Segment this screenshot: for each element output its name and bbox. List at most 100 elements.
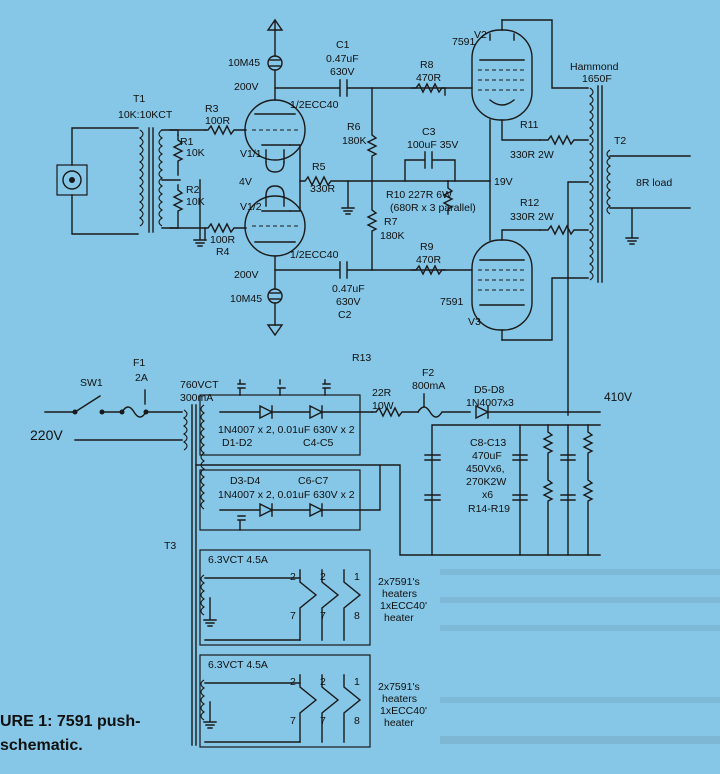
ot-name: T2 — [614, 135, 626, 147]
r4-value: 100R — [210, 234, 236, 246]
v1-1-type: 1/2ECC40 — [290, 99, 339, 111]
caps-value: 470uF — [472, 450, 502, 462]
ccs-bottom-label: 10M45 — [230, 293, 262, 305]
v3-type: 7591 — [440, 296, 464, 308]
psu-center-links — [195, 411, 601, 556]
v1-2-name: V1/2 — [240, 201, 262, 213]
f2-value: 800mA — [412, 380, 445, 392]
t1-ratio: 10K:10KCT — [118, 109, 173, 121]
coupling-c1: C1 0.47uF 630V — [274, 39, 446, 97]
r1-value: 10K — [186, 147, 205, 159]
r-series-watts: 10W — [372, 400, 394, 412]
heater-link — [265, 161, 285, 197]
output-transformer-t2: Hammond 1650F T2 — [570, 61, 626, 283]
r6-label: R6 — [347, 121, 361, 133]
plate-leads — [501, 19, 589, 341]
mains-voltage: 220V — [30, 427, 63, 443]
bleeder-count: x6 — [482, 489, 493, 501]
tube-v3: 7591 V3 — [440, 239, 533, 341]
r11-value: 330R 2W — [510, 149, 554, 161]
bleed-through — [440, 569, 720, 744]
v-anode-bottom: 200V — [234, 269, 259, 281]
screen-r12: R12 330R 2W — [510, 197, 589, 236]
v1-2-type: 1/2ECC40 — [290, 249, 339, 261]
r2-value: 10K — [186, 196, 205, 208]
rectifier-d1-d2: 1N4007 x 2, 0.01uF 630V x 2 D1-D2 C4-C5 — [199, 379, 361, 456]
b-plus-feed — [567, 181, 589, 416]
figure-caption-line1: URE 1: 7591 push- — [0, 713, 140, 730]
d1-d2-label: D1-D2 — [222, 437, 253, 449]
c1-value: 0.47uF — [326, 53, 359, 65]
r10-note: (680R x 3 parallel) — [390, 202, 476, 214]
f2-label: F2 — [422, 367, 434, 379]
v2-name: V2 — [474, 29, 487, 41]
v3-name: V3 — [468, 316, 481, 328]
r9-label: R9 — [420, 241, 434, 253]
load-label: 8R load — [636, 177, 672, 189]
t3-current: 300mA — [180, 392, 213, 404]
t3-name: T3 — [164, 540, 176, 552]
r7-label: R7 — [384, 216, 398, 228]
heater-2-note-1: 2x7591's — [378, 681, 420, 693]
bleeder-label: R14-R19 — [468, 503, 510, 515]
ccs-top: 10M45 200V — [228, 18, 284, 101]
r3-label: R3 — [205, 103, 219, 115]
filter-cap-bank: C8-C13 470uF 450Vx6, 270K2W x6 R14-R19 — [424, 424, 601, 556]
heater-1-note-3: 1xECC40' — [380, 600, 427, 612]
speaker-load: 8R load — [609, 155, 691, 245]
heater-2-pin-d: 7 — [290, 715, 296, 727]
ccs-top-label: 10M45 — [228, 57, 260, 69]
heater-1-pin-d: 7 — [290, 610, 296, 622]
grid-leak-r6-r7: R6 180K R7 180K — [342, 87, 405, 271]
mains-input: SW1 F1 2A 220V — [30, 357, 183, 443]
d3-d4-line2: 1N4007 x 2, 0.01uF 630V x 2 — [218, 489, 355, 501]
heater-2-note-4: heater — [384, 717, 414, 729]
heater-2-pin-a: 2 — [290, 676, 296, 688]
r6-value: 180K — [342, 135, 367, 147]
r3-value: 100R — [205, 115, 231, 127]
c3-label: C3 — [422, 126, 436, 138]
r7-value: 180K — [380, 230, 405, 242]
r12-label: R12 — [520, 197, 539, 209]
d1-d2-line1: 1N4007 x 2, 0.01uF 630V x 2 — [218, 424, 355, 436]
figure-caption-line2: schematic. — [0, 737, 83, 754]
grid-stopper-r8: R8 470R — [411, 59, 473, 96]
v2-type: 7591 — [452, 36, 476, 48]
r8-value: 470R — [416, 72, 442, 84]
r-series-label: 22R — [372, 387, 392, 399]
ccs-bottom: 10M45 200V — [230, 255, 284, 337]
ot-model: 1650F — [582, 73, 612, 85]
cathode-to-tubes — [489, 119, 541, 241]
r5-label: R5 — [312, 161, 326, 173]
c2-value: 0.47uF — [332, 283, 365, 295]
r1-label: R1 — [180, 136, 194, 148]
heater-1-note-2: heaters — [382, 588, 417, 600]
heater-1-note-4: heater — [384, 612, 414, 624]
v1-1-name: V1/1 — [240, 148, 262, 160]
v-anode-top: 200V — [234, 81, 259, 93]
heater-1-pin-b: 2 — [320, 571, 326, 583]
c2-voltage: 630V — [336, 296, 361, 308]
heater-1-pin-a: 2 — [290, 571, 296, 583]
heater-1-winding: 6.3VCT 4.5A — [208, 554, 268, 566]
caps-voltage: 450Vx6, — [466, 463, 505, 475]
d5-d8-label: D5-D8 — [474, 384, 505, 396]
grid-resistors: R1 10K R2 10K R3 100R 100R R4 — [161, 103, 247, 258]
heater-2-pin-b: 2 — [320, 676, 326, 688]
cathode-bypass: C3 100uF 35V R10 227R 6W (680R x 3 paral… — [386, 126, 513, 215]
psu-series: 22R 10W F2 800mA D5-D8 1N4007x3 410V — [371, 367, 632, 420]
c6-c7-label: C6-C7 — [298, 475, 329, 487]
r9-value: 470R — [416, 254, 442, 266]
ot-make: Hammond — [570, 61, 619, 73]
heater-winding-2: 6.3VCT 4.5A 2 2 1 7 7 8 2x7591's heaters… — [199, 654, 427, 748]
f1-value: 2A — [135, 372, 148, 384]
cathode-voltage: 19V — [494, 176, 513, 188]
grid-stopper-r9: R9 470R — [411, 241, 473, 276]
b-plus-voltage: 410V — [604, 390, 632, 404]
d5-d8-type: 1N4007x3 — [466, 397, 514, 409]
coupling-c2: 0.47uF 630V C2 — [274, 261, 446, 321]
heater-2-pin-f: 8 — [354, 715, 360, 727]
r8-label: R8 — [420, 59, 434, 71]
bleeder-value: 270K2W — [466, 476, 506, 488]
r4-label: R4 — [216, 246, 230, 258]
